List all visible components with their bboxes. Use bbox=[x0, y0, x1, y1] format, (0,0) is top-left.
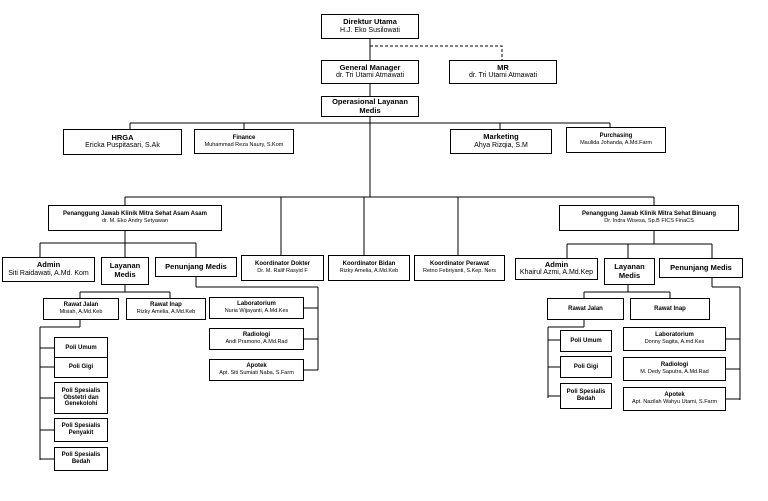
gm-box: General Manager dr. Tri Utami Atmawati bbox=[321, 60, 419, 84]
right-rawat-inap-title: Rawat Inap bbox=[654, 305, 686, 312]
finance-name: Muhammad Reza Naury, S.Kom bbox=[204, 141, 284, 148]
right-poli-gigi-box: Poli Gigi bbox=[560, 356, 612, 378]
left-rawat-jalan-name: Misiah, A.Md.Keb bbox=[59, 309, 103, 316]
right-lab-name: Donny Sagita, A.md.Kes bbox=[644, 339, 705, 346]
right-apotek-name: Apt. Nazilah Wahyu Utami, S.Farm bbox=[631, 399, 718, 406]
left-poli-obgyn-box: Poli Spesialis Obstetri dan Genekolohi bbox=[54, 382, 108, 414]
right-apotek-box: Apotek Apt. Nazilah Wahyu Utami, S.Farm bbox=[623, 387, 726, 411]
koordinator-perawat-title: Koordinator Perawat bbox=[429, 261, 489, 268]
koordinator-bidan-name: Rizky Amelia, A.Md.Keb bbox=[339, 268, 399, 275]
right-apotek-title: Apotek bbox=[664, 392, 685, 399]
right-penunjang-box: Penunjang Medis bbox=[659, 258, 743, 278]
left-apotek-box: Apotek Apt. Siti Sumiati Naba, S.Farm bbox=[209, 359, 304, 381]
left-poli-gigi-label: Poli Gigi bbox=[68, 364, 94, 371]
right-admin-name: Khairul Azmi, A.Md.Kep bbox=[519, 269, 594, 277]
left-poli-gigi-box: Poli Gigi bbox=[54, 357, 108, 378]
left-rawat-inap-name: Rizky Amelia, A.Md.Keb bbox=[136, 309, 196, 316]
left-lab-box: Laboratorium Nuria Wijayanti, A.Md.Kes bbox=[209, 297, 304, 319]
hrga-box: HRGA Ericka Puspitasari, S.Ak bbox=[63, 129, 182, 155]
gm-name: dr. Tri Utami Atmawati bbox=[335, 72, 405, 80]
koordinator-dokter-name: Dr. M. Ralif Rasyid F bbox=[257, 268, 308, 275]
koordinator-dokter-title: Koordinator Dokter bbox=[254, 261, 310, 268]
purchasing-name: Maulida Johanda, A.Md.Farm bbox=[580, 140, 652, 147]
left-rawat-inap-box: Rawat Inap Rizky Amelia, A.Md.Keb bbox=[126, 298, 206, 320]
left-layanan-box: Layanan Medis bbox=[101, 257, 149, 285]
left-radiologi-title: Radiologi bbox=[242, 332, 271, 339]
mr-name: dr. Tri Utami Atmawati bbox=[468, 72, 538, 80]
left-lab-title: Laboratorium bbox=[237, 301, 276, 308]
finance-box: Finance Muhammad Reza Naury, S.Kom bbox=[194, 129, 294, 154]
left-poli-umum-box: Poli Umum bbox=[54, 337, 108, 359]
right-layanan-box: Layanan Medis bbox=[604, 258, 655, 285]
right-rawat-jalan-title: Rawat Jalan bbox=[568, 305, 603, 312]
ops-title: Operasional Layanan Medis bbox=[332, 96, 408, 115]
left-apotek-title: Apotek bbox=[246, 363, 267, 370]
left-rawat-inap-title: Rawat Inap bbox=[150, 302, 182, 309]
left-poli-penyakit-box: Poli Spesialis Penyakit bbox=[54, 418, 108, 442]
marketing-name: Ahya Rizqia, S.M bbox=[474, 141, 528, 149]
left-admin-box: Admin Siti Raidawati, A.Md. Kom bbox=[2, 257, 95, 282]
purchasing-box: Purchasing Maulida Johanda, A.Md.Farm bbox=[566, 127, 666, 153]
hrga-title: HRGA bbox=[111, 132, 134, 142]
right-poli-bedah-label: Poli Spesialis Bedah bbox=[566, 389, 606, 402]
left-admin-title: Admin bbox=[36, 260, 61, 270]
right-radiologi-name: M. Dedy Saputra, A.Md.Rad bbox=[640, 369, 709, 376]
left-penunjang-title: Penunjang Medis bbox=[165, 261, 227, 271]
right-clinic-pj-name: Dr. Indra Wisesa, Sp.B FICS FinaCS bbox=[604, 218, 694, 225]
right-rawat-jalan-box: Rawat Jalan bbox=[547, 298, 624, 320]
right-poli-gigi-label: Poli Gigi bbox=[573, 363, 599, 370]
right-lab-title: Laboratorium bbox=[655, 332, 694, 339]
mr-title: MR bbox=[497, 62, 509, 72]
left-clinic-pj-name: dr. M. Eko Andry Setyawan bbox=[101, 218, 169, 225]
left-clinic-pj-box: Penanggung Jawab Klinik Mitra Sehat Asam… bbox=[48, 205, 222, 231]
left-clinic-pj-title: Penanggung Jawab Klinik Mitra Sehat Asam… bbox=[63, 211, 207, 218]
left-admin-name: Siti Raidawati, A.Md. Kom bbox=[8, 269, 89, 277]
right-clinic-pj-box: Penanggung Jawab Klinik Mitra Sehat Binu… bbox=[559, 205, 739, 231]
left-poli-bedah-box: Poli Spesialis Bedah bbox=[54, 447, 108, 471]
left-rawat-jalan-box: Rawat Jalan Misiah, A.Md.Keb bbox=[43, 298, 119, 320]
right-clinic-pj-title: Penanggung Jawab Klinik Mitra Sehat Binu… bbox=[581, 211, 716, 218]
finance-title: Finance bbox=[232, 134, 256, 141]
right-rawat-inap-box: Rawat Inap bbox=[630, 298, 710, 320]
koordinator-perawat-name: Retno Febriyanti, S.Kep. Ners bbox=[422, 268, 497, 275]
left-poli-umum-label: Poli Umum bbox=[65, 344, 97, 351]
right-radiologi-box: Radiologi M. Dedy Saputra, A.Md.Rad bbox=[623, 357, 726, 381]
right-penunjang-title: Penunjang Medis bbox=[670, 262, 732, 272]
hrga-name: Ericka Puspitasari, S.Ak bbox=[85, 142, 160, 150]
right-poli-umum-label: Poli Umum bbox=[570, 337, 602, 344]
left-apotek-name: Apt. Siti Sumiati Naba, S.Farm bbox=[219, 370, 294, 377]
koordinator-dokter-box: Koordinator Dokter Dr. M. Ralif Rasyid F bbox=[241, 255, 324, 281]
left-layanan-title: Layanan Medis bbox=[109, 261, 141, 279]
right-lab-box: Laboratorium Donny Sagita, A.md.Kes bbox=[623, 327, 726, 351]
left-radiologi-box: Radiologi Andi Pramono, A.Md.Rad bbox=[209, 328, 304, 350]
left-poli-penyakit-label: Poli Spesialis Penyakit bbox=[61, 423, 101, 436]
gm-title: General Manager bbox=[339, 62, 401, 72]
left-penunjang-box: Penunjang Medis bbox=[155, 257, 237, 277]
purchasing-title: Purchasing bbox=[599, 133, 633, 140]
left-lab-name: Nuria Wijayanti, A.Md.Kes bbox=[224, 308, 289, 315]
right-radiologi-title: Radiologi bbox=[660, 362, 689, 369]
director-box: Direktur Utama H.J. Eko Susilowati bbox=[321, 14, 419, 39]
director-name: H.J. Eko Susilowati bbox=[340, 26, 400, 34]
right-poli-bedah-box: Poli Spesialis Bedah bbox=[560, 383, 612, 409]
marketing-box: Marketing Ahya Rizqia, S.M bbox=[450, 129, 552, 154]
left-rawat-jalan-title: Rawat Jalan bbox=[63, 302, 99, 309]
koordinator-bidan-box: Koordinator Bidan Rizky Amelia, A.Md.Keb bbox=[328, 255, 410, 281]
left-poli-obgyn-label: Poli Spesialis Obstetri dan Genekolohi bbox=[61, 387, 101, 408]
left-radiologi-name: Andi Pramono, A.Md.Rad bbox=[225, 339, 288, 346]
mr-box: MR dr. Tri Utami Atmawati bbox=[449, 60, 557, 84]
left-poli-bedah-label: Poli Spesialis Bedah bbox=[61, 452, 101, 465]
right-poli-umum-box: Poli Umum bbox=[560, 330, 612, 352]
right-layanan-title: Layanan Medis bbox=[614, 261, 645, 280]
ops-box: Operasional Layanan Medis bbox=[321, 96, 419, 117]
koordinator-perawat-box: Koordinator Perawat Retno Febriyanti, S.… bbox=[414, 255, 505, 281]
koordinator-bidan-title: Koordinator Bidan bbox=[342, 261, 396, 268]
right-admin-title: Admin bbox=[544, 259, 569, 269]
right-admin-box: Admin Khairul Azmi, A.Md.Kep bbox=[515, 258, 598, 280]
director-title: Direktur Utama bbox=[343, 17, 397, 27]
marketing-title: Marketing bbox=[483, 132, 519, 142]
